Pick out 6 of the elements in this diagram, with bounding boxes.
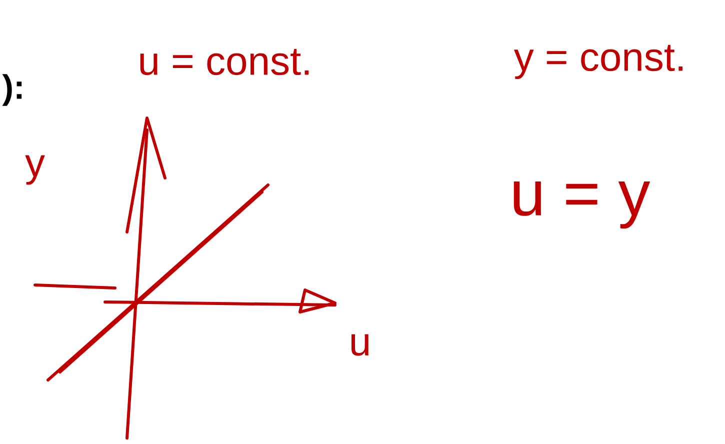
handwritten-text: ): xyxy=(2,74,22,106)
handwritten-text: u xyxy=(351,334,368,356)
handwritten-text: y = const. xyxy=(514,44,682,80)
handwritten-text: y xyxy=(25,155,45,185)
handwritten-text: u = y xyxy=(514,181,650,229)
handwritten-text: u = const. xyxy=(140,48,309,76)
